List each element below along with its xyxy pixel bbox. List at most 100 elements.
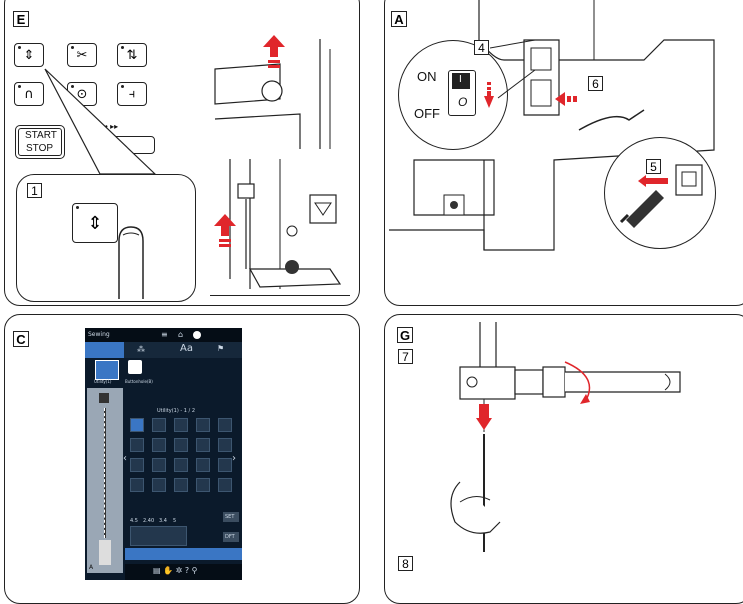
stitch-tile[interactable] bbox=[152, 418, 166, 432]
stitch-line bbox=[104, 408, 106, 538]
pattern-2-tile[interactable] bbox=[128, 360, 142, 374]
value-1: 4.5 bbox=[130, 518, 138, 524]
reverse-icon: ∩ bbox=[24, 86, 34, 102]
scissors-icon: ✂ bbox=[76, 47, 88, 63]
pattern-1-label: Utility(1) bbox=[94, 379, 112, 384]
switch-i: I bbox=[459, 74, 462, 85]
power-switch-icon[interactable]: I O bbox=[448, 70, 476, 116]
preview-top-icon bbox=[99, 393, 109, 403]
speed-marks: • • • ▸▸ bbox=[95, 122, 119, 131]
presser-foot-button[interactable]: ⇅ bbox=[117, 43, 147, 67]
screen-app-title: Sewing bbox=[88, 331, 110, 338]
step-7-label: 7 bbox=[398, 349, 413, 364]
tab-utility[interactable] bbox=[85, 342, 124, 358]
value-3: 3.4 bbox=[159, 518, 167, 524]
stitch-tile[interactable] bbox=[152, 458, 166, 472]
function-bar bbox=[125, 548, 242, 560]
machine-side-illustration bbox=[389, 0, 715, 251]
presser-foot-preview bbox=[99, 540, 111, 565]
stitch-tile[interactable] bbox=[152, 478, 166, 492]
pattern-2-label: Buttonhole(B) bbox=[125, 379, 153, 384]
reverse-button[interactable]: ∩ bbox=[14, 82, 44, 106]
needle-up-down-button[interactable]: ⇕ bbox=[14, 43, 44, 67]
plug-icon bbox=[619, 164, 703, 228]
start-label: START bbox=[25, 130, 57, 141]
stitch-tile[interactable] bbox=[218, 418, 232, 432]
stitch-tile[interactable] bbox=[196, 438, 210, 452]
step-6-label: 6 bbox=[588, 76, 603, 91]
stitch-tile[interactable] bbox=[196, 478, 210, 492]
screen-header bbox=[85, 328, 242, 342]
needle-up-down-icon: ⇕ bbox=[23, 47, 35, 63]
arrow-up-icon bbox=[263, 35, 285, 68]
arrow-up-icon bbox=[214, 214, 236, 247]
stitch-tile[interactable] bbox=[130, 438, 144, 452]
stitch-tile[interactable] bbox=[152, 438, 166, 452]
step-5-label: 5 bbox=[646, 159, 661, 174]
presser-foot-icon: ⇅ bbox=[126, 47, 138, 63]
panel-g-label: G bbox=[397, 327, 413, 343]
foot-letter: A bbox=[89, 564, 94, 571]
panel-e: E ⇕ ✂ ⇅ ∩ ⊙ ⫞ START STOP • • • ▸▸ 1 ⇕ bbox=[4, 0, 360, 306]
page-next-icon[interactable]: › bbox=[232, 453, 236, 464]
set-button-label: SET bbox=[225, 514, 235, 520]
stitch-tile[interactable] bbox=[130, 418, 144, 432]
needle-up-down-button-zoom: ⇕ bbox=[72, 203, 118, 243]
divider-line bbox=[210, 295, 350, 296]
stitch-tile[interactable] bbox=[174, 438, 188, 452]
stitch-tile[interactable] bbox=[174, 418, 188, 432]
tab-decorative[interactable]: ⁂ bbox=[137, 345, 145, 354]
tab-favorites[interactable]: ⚑ bbox=[217, 344, 225, 353]
auto-lock-button[interactable]: ⫞ bbox=[117, 82, 147, 106]
auto-lock-icon: ⫞ bbox=[128, 86, 136, 102]
stitch-tile[interactable] bbox=[218, 438, 232, 452]
lock-stitch-icon: ⊙ bbox=[76, 86, 88, 102]
off-label: OFF bbox=[414, 106, 440, 121]
value-2: 2.40 bbox=[143, 518, 155, 524]
value-4: 5 bbox=[173, 518, 177, 524]
menu-icon[interactable]: ≡ bbox=[161, 330, 168, 339]
stitch-tile[interactable] bbox=[130, 478, 144, 492]
adjust-buttons[interactable] bbox=[130, 526, 187, 546]
pattern-1-tile[interactable] bbox=[95, 360, 119, 380]
stop-label: STOP bbox=[26, 143, 54, 154]
settings-badge-icon[interactable] bbox=[193, 331, 201, 339]
step-1-label: 1 bbox=[27, 183, 42, 198]
panel-g: G 7 8 bbox=[384, 314, 743, 604]
panel-c-label: C bbox=[13, 331, 29, 347]
needle-clamp-illustration bbox=[450, 322, 681, 552]
plug-arrow-icon bbox=[555, 92, 577, 106]
panel-a-label: A bbox=[391, 11, 407, 27]
stitch-tile[interactable] bbox=[174, 458, 188, 472]
panel-e-label: E bbox=[13, 11, 29, 27]
arrow-down-icon bbox=[484, 82, 494, 108]
dft-button[interactable] bbox=[223, 532, 239, 542]
callout-lines bbox=[490, 40, 536, 99]
bottom-bar bbox=[125, 564, 242, 580]
switch-o: O bbox=[458, 95, 468, 109]
step-4-label: 4 bbox=[474, 40, 489, 55]
dft-button-label: DFT bbox=[225, 534, 235, 540]
stitch-tile[interactable] bbox=[130, 458, 144, 472]
hand-press-icon bbox=[118, 226, 144, 299]
stitch-tile[interactable] bbox=[218, 458, 232, 472]
touch-screen: Sewing ≡ ⌂ ⁂ Aa ⚑ Utility(1) Buttonhole(… bbox=[85, 328, 242, 580]
needle-up-down-icon: ⇕ bbox=[87, 212, 103, 234]
on-label: ON bbox=[417, 69, 437, 84]
set-button[interactable] bbox=[223, 512, 239, 522]
tab-bar bbox=[85, 342, 242, 358]
stitch-tile[interactable] bbox=[218, 478, 232, 492]
needle-bar-illustration bbox=[214, 39, 331, 149]
callout-bubble: 1 ⇕ bbox=[16, 174, 196, 302]
bottom-icons[interactable]: ▤ ✋ ✲ ? ⚲ bbox=[153, 566, 198, 575]
presser-foot-illustration bbox=[229, 159, 342, 289]
tab-aa[interactable]: Aa bbox=[180, 343, 193, 354]
page-prev-icon[interactable]: ‹ bbox=[123, 453, 127, 464]
thread-cutter-button[interactable]: ✂ bbox=[67, 43, 97, 67]
stitch-tile[interactable] bbox=[196, 418, 210, 432]
home-icon[interactable]: ⌂ bbox=[178, 330, 184, 339]
stitch-tile[interactable] bbox=[174, 478, 188, 492]
start-stop-button[interactable]: START STOP bbox=[15, 125, 65, 159]
step-8-label: 8 bbox=[398, 556, 413, 571]
stitch-tile[interactable] bbox=[196, 458, 210, 472]
